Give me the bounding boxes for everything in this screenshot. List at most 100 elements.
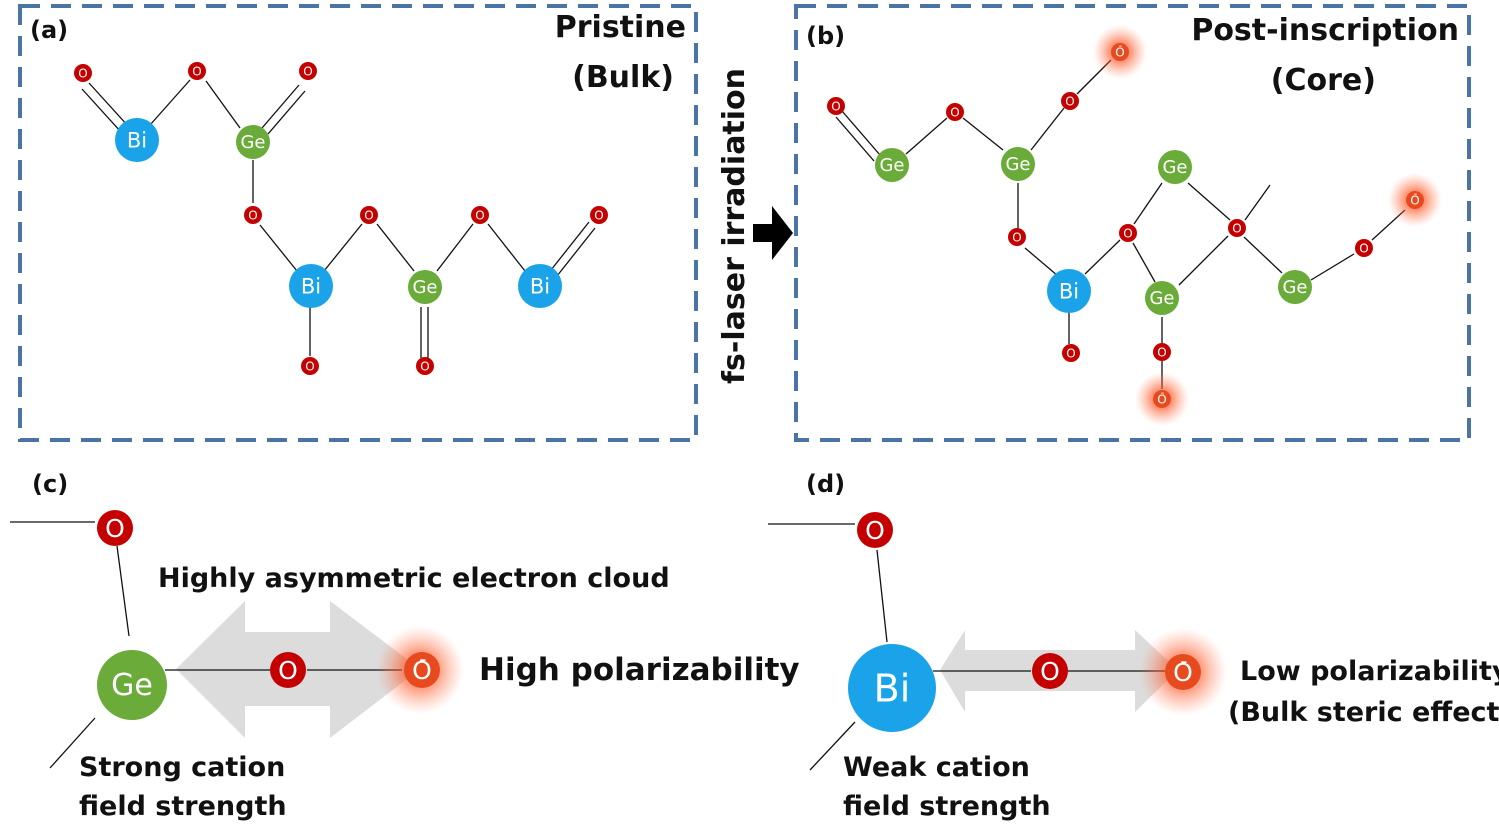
oxygen-atom: O bbox=[471, 206, 489, 224]
bismuth-atom: Bi bbox=[289, 264, 333, 308]
bismuth-atom: Bi bbox=[115, 118, 159, 162]
oxygen-atom-label: O bbox=[1012, 231, 1021, 245]
negative-charge-mark: - bbox=[1414, 189, 1418, 200]
panel-b-bonds bbox=[835, 59, 1406, 389]
germanium-atom: Ge bbox=[236, 125, 270, 159]
oxygen-atom: O bbox=[857, 512, 893, 548]
oxygen-atom-label: O bbox=[364, 209, 373, 223]
panel-d-group bbox=[768, 523, 1178, 771]
panel-c-field-line2: field strength bbox=[79, 791, 287, 822]
bismuth-atom-label: Bi bbox=[127, 129, 147, 153]
panel-a-title: Pristine bbox=[555, 10, 686, 45]
non-bridging-oxygen-atom: O- bbox=[404, 647, 440, 688]
bismuth-atom-label: Bi bbox=[1059, 280, 1079, 304]
bismuth-atom-label: Bi bbox=[301, 275, 321, 299]
oxygen-atom-label: O bbox=[420, 360, 429, 374]
oxygen-atom: O bbox=[97, 510, 133, 546]
germanium-atom: Ge bbox=[1145, 281, 1179, 315]
panel-c-label: (c) bbox=[32, 470, 68, 498]
oxygen-atom-label: O bbox=[831, 100, 840, 114]
panel-b-subtitle: (Core) bbox=[1271, 63, 1376, 98]
panel-c-field-line1: Strong cation bbox=[79, 752, 285, 783]
oxygen-atom-label: O bbox=[248, 209, 257, 223]
germanium-atom: Ge bbox=[1158, 150, 1192, 184]
germanium-atom-label: Ge bbox=[111, 668, 153, 703]
bismuth-atom: Bi bbox=[1047, 269, 1091, 313]
oxygen-atom: O bbox=[1153, 343, 1171, 361]
negative-charge-mark: - bbox=[419, 647, 426, 671]
non-bridging-oxygen-atom-label: O bbox=[1173, 658, 1193, 687]
oxygen-atom-label: O bbox=[1066, 347, 1075, 361]
oxygen-atom: O bbox=[1008, 228, 1026, 246]
oxygen-atom: O bbox=[74, 64, 92, 82]
non-bridging-oxygen-atom: O- bbox=[1153, 388, 1171, 408]
oxygen-atom-label: O bbox=[594, 209, 603, 223]
panel-a-label: (a) bbox=[30, 16, 68, 44]
panel-d-field-line2: field strength bbox=[843, 791, 1051, 822]
panel-d-polarizability-line1: Low polarizability bbox=[1240, 656, 1499, 687]
panel-c-group bbox=[10, 521, 420, 769]
non-bridging-oxygen-atom-label: O bbox=[1157, 393, 1166, 407]
oxygen-atom-label: O bbox=[475, 209, 484, 223]
non-bridging-oxygen-atom: O- bbox=[1111, 41, 1129, 61]
oxygen-atom-label: O bbox=[1065, 95, 1074, 109]
panel-b-title: Post-inscription bbox=[1191, 13, 1459, 48]
irradiation-arrow bbox=[753, 206, 793, 260]
panel-b-label: (b) bbox=[806, 22, 845, 50]
negative-charge-mark: - bbox=[1161, 388, 1165, 399]
bismuth-atom: Bi bbox=[518, 264, 562, 308]
germanium-atom-label: Ge bbox=[1162, 157, 1187, 178]
oxygen-atom-label: O bbox=[1232, 222, 1241, 236]
oxygen-atom: O bbox=[1062, 344, 1080, 362]
oxygen-atom: O bbox=[244, 206, 262, 224]
oxygen-atom-label: O bbox=[105, 514, 125, 543]
panel-c-cloud-text: Highly asymmetric electron cloud bbox=[158, 563, 670, 594]
negative-charge-mark: - bbox=[1119, 41, 1123, 52]
oxygen-atom: O bbox=[270, 652, 306, 688]
negative-charge-mark: - bbox=[1180, 649, 1187, 673]
fs-laser-label: fs-laser irradiation bbox=[717, 68, 752, 384]
oxygen-atom: O bbox=[301, 357, 319, 375]
oxygen-atom: O bbox=[827, 97, 845, 115]
germanium-atom: Ge bbox=[1001, 147, 1035, 181]
germanium-atom-label: Ge bbox=[240, 132, 265, 153]
oxygen-atom-label: O bbox=[192, 65, 201, 79]
oxygen-atom: O bbox=[590, 206, 608, 224]
germanium-atom-label: Ge bbox=[1005, 154, 1030, 175]
panel-c-polarizability: High polarizability bbox=[479, 652, 800, 688]
germanium-atom-label: Ge bbox=[879, 155, 904, 176]
panel-a-frame bbox=[18, 4, 698, 442]
germanium-atom: Ge bbox=[408, 270, 442, 304]
oxygen-atom-label: O bbox=[303, 65, 312, 79]
panel-d-label: (d) bbox=[806, 470, 845, 498]
oxygen-atom: O bbox=[946, 103, 964, 121]
oxygen-atom-label: O bbox=[78, 67, 87, 81]
non-bridging-oxygen-atom-label: O bbox=[412, 656, 432, 685]
nbo-glows bbox=[376, 25, 1442, 716]
oxygen-atom: O bbox=[1355, 239, 1373, 257]
oxygen-atom: O bbox=[299, 62, 317, 80]
panel-d-field-line1: Weak cation bbox=[843, 752, 1030, 783]
germanium-atom: Ge bbox=[1278, 270, 1312, 304]
oxygen-atom: O bbox=[360, 206, 378, 224]
panel-a-subtitle: (Bulk) bbox=[572, 60, 674, 95]
oxygen-atom-label: O bbox=[865, 516, 885, 545]
oxygen-atom-label: O bbox=[950, 106, 959, 120]
germanium-atom-label: Ge bbox=[1149, 288, 1174, 309]
panel-d-polarizability-line2: (Bulk steric effect) bbox=[1228, 697, 1499, 728]
germanium-atom-label: Ge bbox=[412, 277, 437, 298]
oxygen-atom: O bbox=[1032, 653, 1068, 689]
non-bridging-oxygen-atom-label: O bbox=[1115, 46, 1124, 60]
oxygen-atom-label: O bbox=[278, 656, 298, 685]
non-bridging-oxygen-atom: O- bbox=[1406, 189, 1424, 209]
germanium-atom-label: Ge bbox=[1282, 277, 1307, 298]
oxygen-atom-label: O bbox=[1040, 657, 1060, 686]
germanium-atom: Ge bbox=[97, 650, 167, 720]
oxygen-atom-label: O bbox=[305, 360, 314, 374]
oxygen-atom-label: O bbox=[1359, 242, 1368, 256]
oxygen-atom: O bbox=[416, 357, 434, 375]
oxygen-atom: O bbox=[1119, 224, 1137, 242]
oxygen-atom: O bbox=[188, 62, 206, 80]
panel-a-bonds bbox=[81, 79, 596, 358]
